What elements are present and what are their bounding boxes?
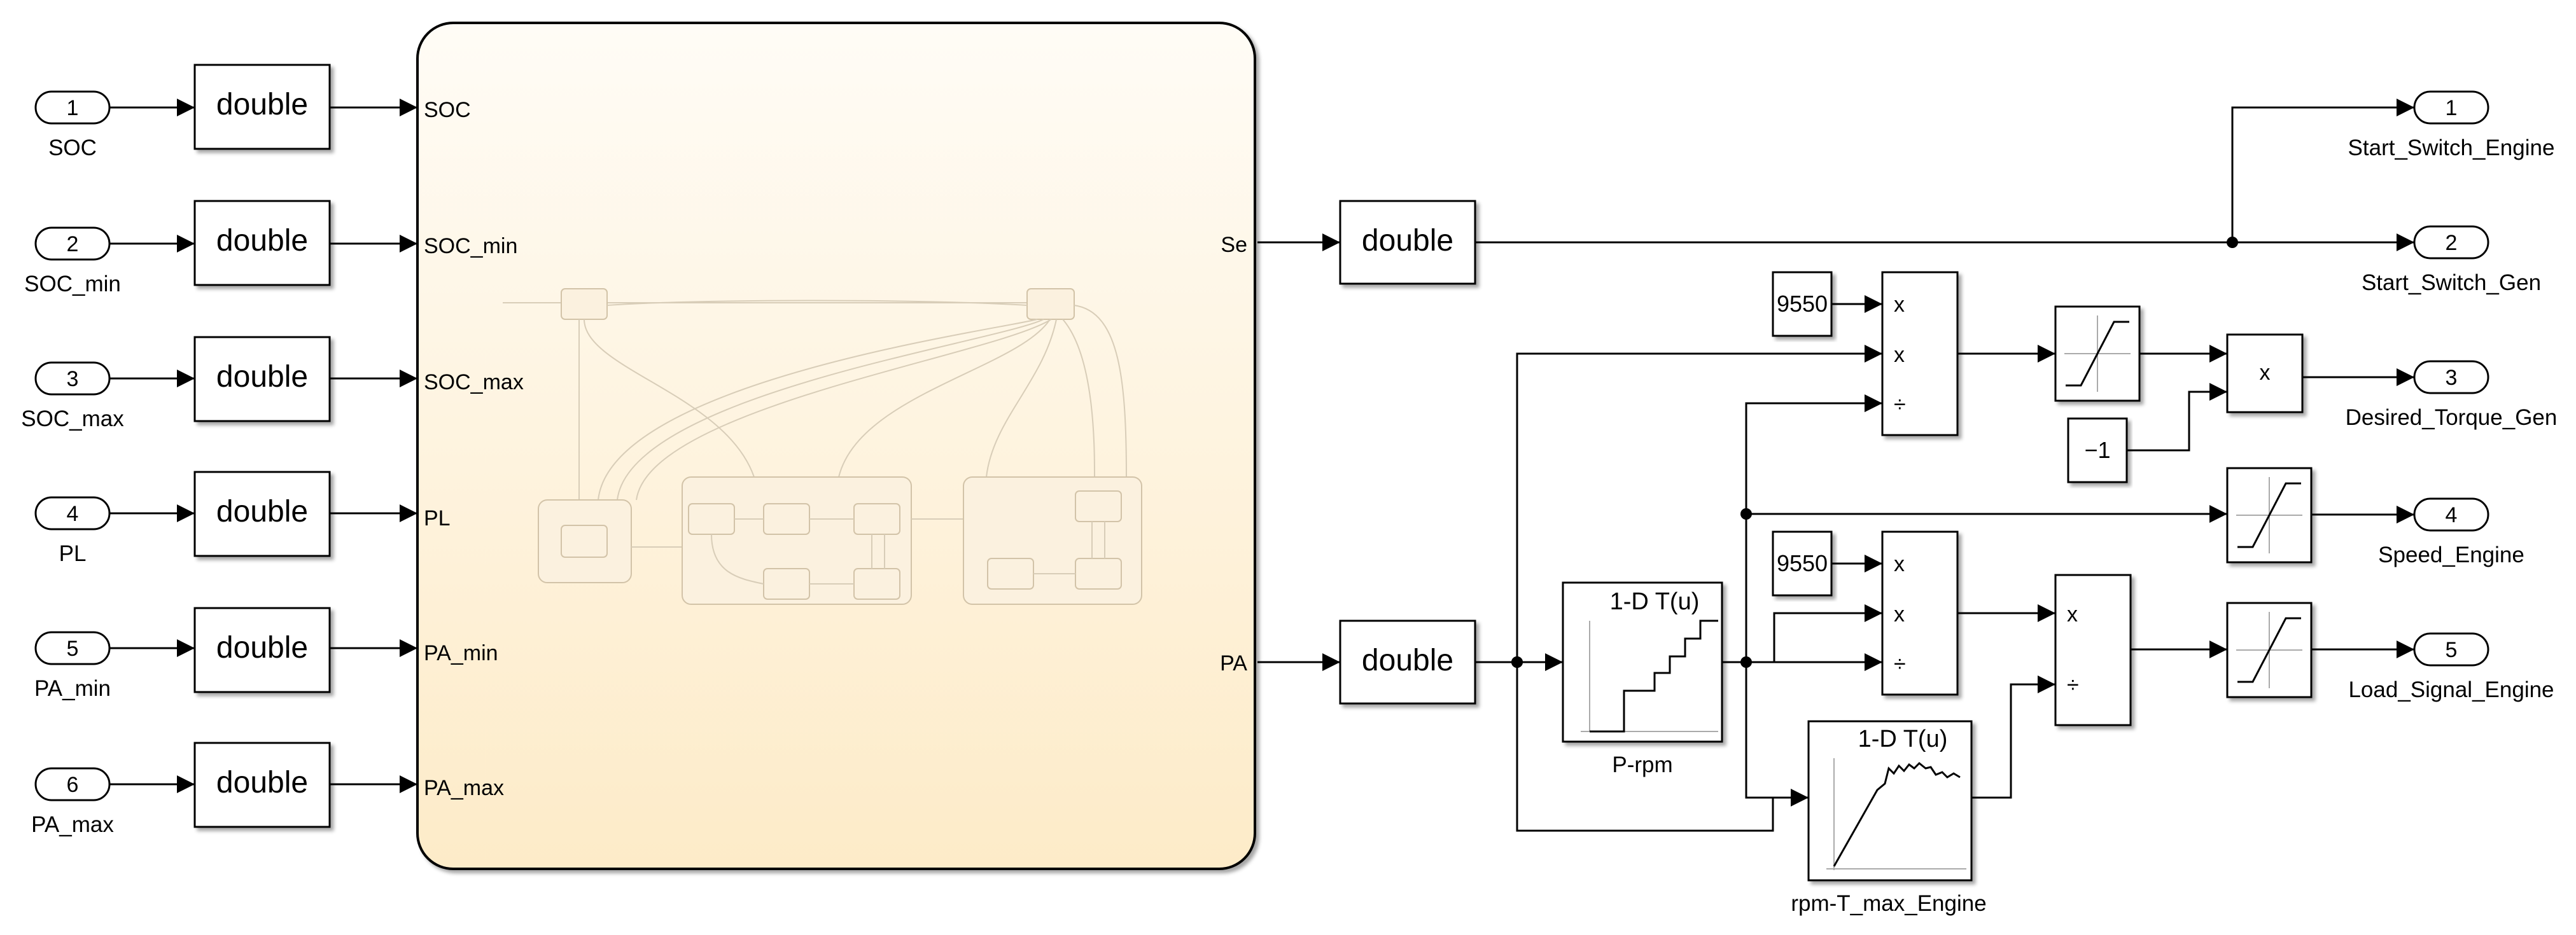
- lookup-table-rpm-t-max[interactable]: 1-D T(u) rpm-T_max_Engine: [1791, 720, 1987, 916]
- inport-label: SOC_min: [24, 272, 121, 296]
- outport-3[interactable]: 3 Desired_Torque_Gen: [2346, 360, 2558, 430]
- chart-input-pa-max: PA_max: [424, 776, 504, 800]
- chart-input-pl: PL: [424, 506, 451, 530]
- convert-block-pl[interactable]: double: [193, 471, 331, 557]
- lookup-title: 1-D T(u): [1858, 726, 1948, 752]
- inport-number: 3: [67, 367, 79, 391]
- convert-label: double: [216, 224, 308, 258]
- product-op: ÷: [1894, 652, 1906, 676]
- outport-label: Start_Switch_Engine: [2348, 135, 2555, 160]
- inport-1[interactable]: 1 SOC: [34, 90, 111, 160]
- lookup-label: rpm-T_max_Engine: [1791, 891, 1986, 916]
- inport-number: 6: [67, 773, 79, 797]
- convert-label: double: [216, 495, 308, 529]
- inport-3[interactable]: 3 SOC_max: [21, 361, 124, 431]
- chart-input-soc-min: SOC_min: [424, 234, 517, 258]
- product-op: x: [1894, 293, 1905, 317]
- convert-label: double: [216, 88, 308, 121]
- stateflow-chart[interactable]: SOC SOC_min SOC_max PL PA_min PA_max Se …: [416, 22, 1256, 870]
- divide-block-load[interactable]: x ÷: [2054, 574, 2132, 726]
- outport-1[interactable]: 1 Start_Switch_Engine: [2348, 90, 2555, 160]
- lookup-label: P-rpm: [1612, 752, 1672, 777]
- product-block-neg[interactable]: x: [2226, 333, 2304, 413]
- chart-input-soc-max: SOC_max: [424, 370, 524, 394]
- product-op: x: [2067, 602, 2078, 627]
- product-op: ÷: [1894, 392, 1906, 417]
- convert-block-se[interactable]: double: [1339, 200, 1476, 285]
- outport-number: 1: [2446, 96, 2458, 120]
- saturation-block-1[interactable]: [2054, 305, 2141, 402]
- product-block-load[interactable]: x x ÷: [1881, 530, 1959, 696]
- product-block-torque[interactable]: x x ÷: [1881, 271, 1959, 436]
- product-op: x: [2260, 361, 2271, 385]
- convert-label: double: [216, 766, 308, 800]
- lookup-title: 1-D T(u): [1610, 588, 1700, 615]
- convert-block-pa-min[interactable]: double: [193, 607, 331, 693]
- convert-block-soc-max[interactable]: double: [193, 336, 331, 422]
- outport-number: 4: [2446, 503, 2458, 527]
- outport-label: Speed_Engine: [2378, 543, 2524, 567]
- inport-label: PA_max: [31, 812, 114, 837]
- chart-body[interactable]: [416, 22, 1256, 870]
- constant-value: 9550: [1777, 291, 1828, 317]
- convert-label: double: [1362, 644, 1453, 677]
- inport-6[interactable]: 6 PA_max: [31, 767, 114, 837]
- output-wires: [1257, 99, 2414, 832]
- outport-number: 5: [2446, 638, 2458, 662]
- inport-number: 5: [67, 637, 79, 661]
- product-op: x: [1894, 552, 1905, 576]
- outport-number: 3: [2446, 366, 2458, 390]
- outport-label: Load_Signal_Engine: [2348, 677, 2554, 702]
- outport-label: Start_Switch_Gen: [2362, 270, 2541, 295]
- inport-5[interactable]: 5 PA_min: [34, 631, 111, 701]
- convert-label: double: [1362, 224, 1453, 258]
- chart-input-soc: SOC: [424, 98, 471, 122]
- lookup-table-p-rpm[interactable]: 1-D T(u) P-rpm: [1562, 581, 1723, 777]
- inport-number: 2: [67, 232, 79, 256]
- saturation-block-2[interactable]: [2226, 467, 2313, 564]
- inport-number: 4: [67, 502, 79, 526]
- product-op: x: [1894, 602, 1905, 627]
- inport-label: SOC_max: [21, 406, 124, 431]
- chart-input-pa-min: PA_min: [424, 641, 498, 665]
- convert-block-pa-max[interactable]: double: [193, 742, 331, 828]
- product-op: x: [1894, 343, 1905, 367]
- outport-5[interactable]: 5 Load_Signal_Engine: [2348, 632, 2554, 702]
- chart-output-pa: PA: [1220, 651, 1247, 675]
- convert-label: double: [216, 631, 308, 665]
- constant-value: −1: [2084, 437, 2110, 463]
- saturation-block-3[interactable]: [2226, 602, 2313, 698]
- inport-label: PA_min: [34, 676, 111, 701]
- constant-value: 9550: [1777, 550, 1828, 576]
- convert-block-soc-min[interactable]: double: [193, 200, 331, 286]
- chart-output-se: Se: [1221, 233, 1247, 257]
- constant-9550-bottom[interactable]: 9550: [1772, 530, 1833, 597]
- inport-label: PL: [59, 541, 87, 566]
- inport-4[interactable]: 4 PL: [34, 496, 111, 566]
- outport-label: Desired_Torque_Gen: [2346, 405, 2558, 430]
- outport-2[interactable]: 2 Start_Switch_Gen: [2362, 225, 2541, 295]
- input-wires: [109, 99, 417, 793]
- constant-neg-one[interactable]: −1: [2067, 417, 2128, 483]
- inport-number: 1: [67, 96, 79, 120]
- chart-internal-states: [503, 288, 1142, 605]
- inport-2[interactable]: 2 SOC_min: [24, 226, 121, 296]
- constant-9550-top[interactable]: 9550: [1772, 271, 1833, 337]
- outport-number: 2: [2446, 231, 2458, 255]
- outport-4[interactable]: 4 Speed_Engine: [2378, 497, 2524, 567]
- inport-label: SOC: [48, 135, 97, 160]
- product-op: ÷: [2067, 673, 2079, 697]
- convert-label: double: [216, 360, 308, 394]
- convert-block-pa[interactable]: double: [1339, 620, 1476, 705]
- convert-block-soc[interactable]: double: [193, 64, 331, 150]
